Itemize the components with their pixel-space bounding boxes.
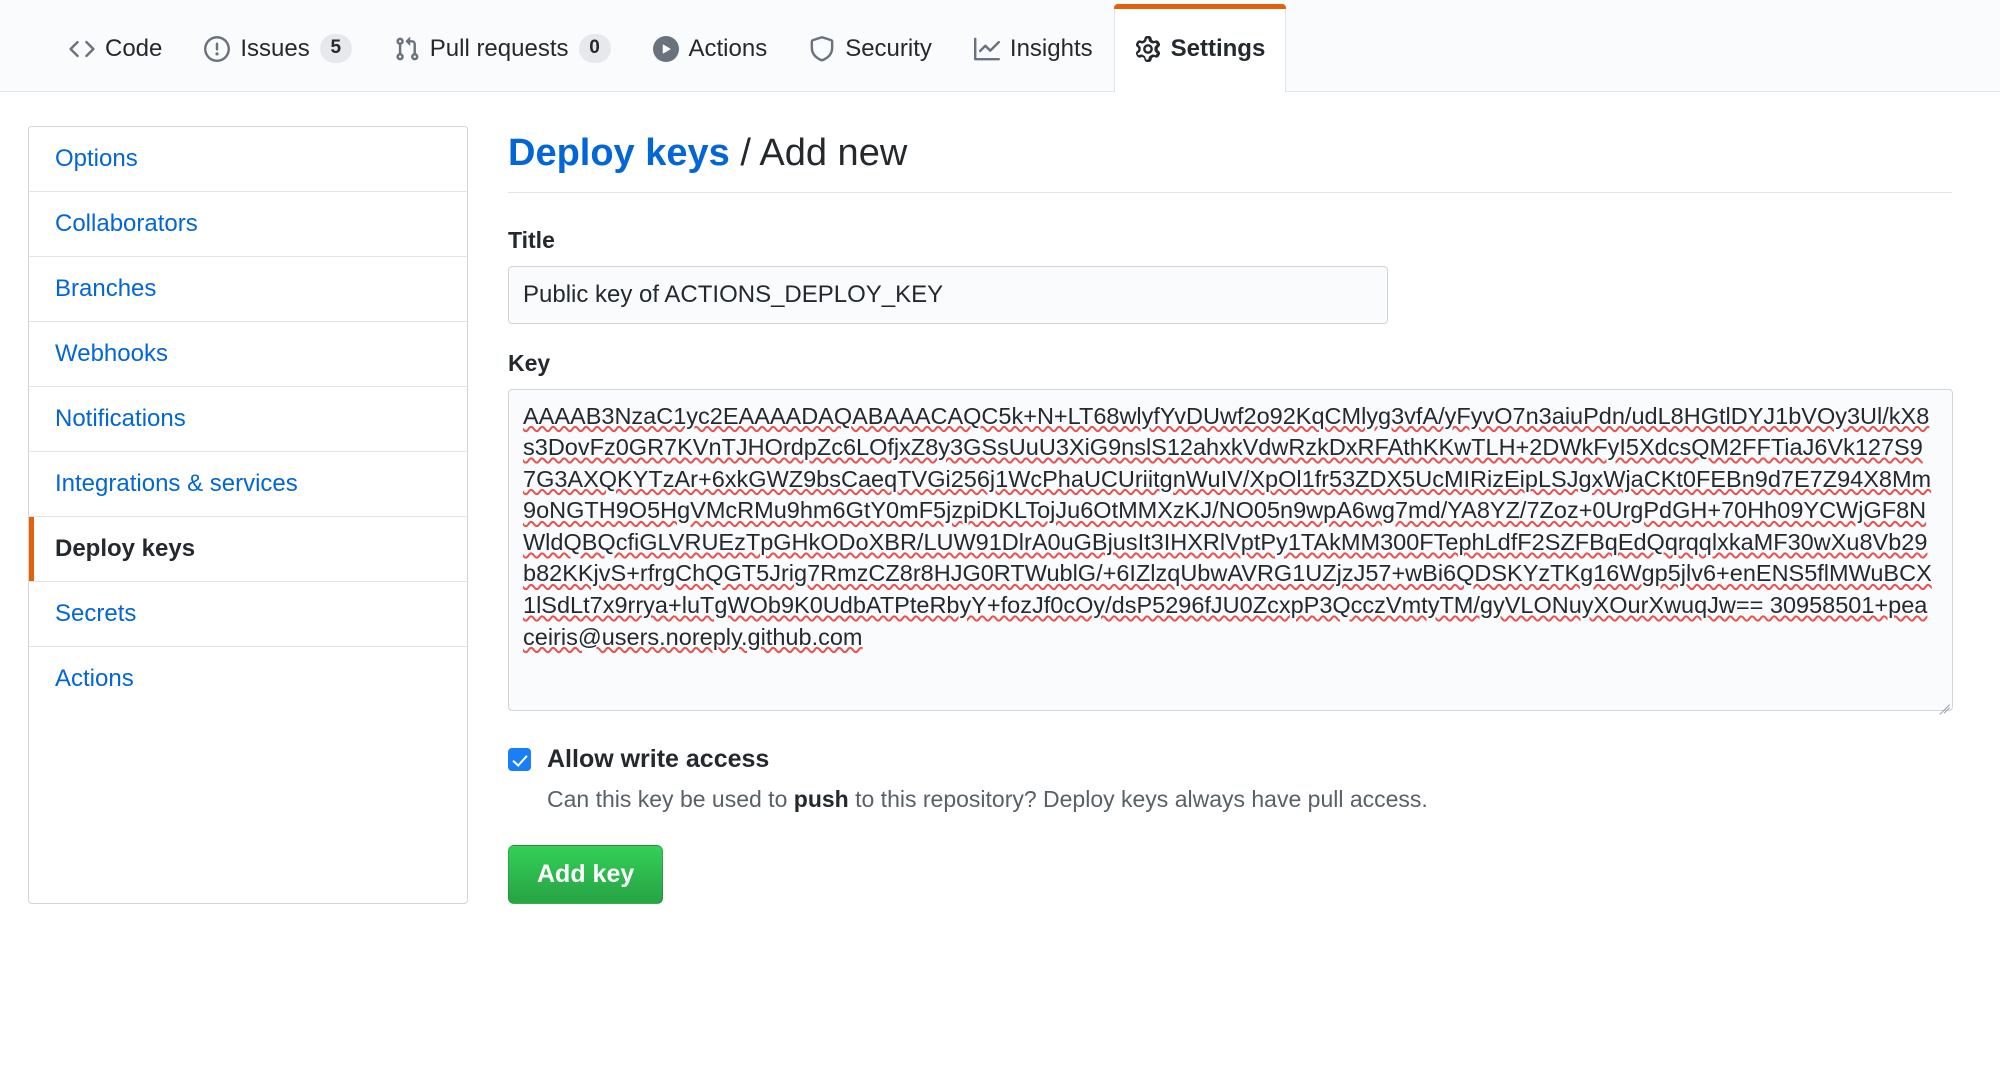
settings-page: Options Collaborators Branches Webhooks … — [0, 92, 2000, 904]
tab-code[interactable]: Code — [48, 5, 183, 91]
repo-nav: Code Issues 5 Pull requests 0 Actions Se… — [0, 0, 2000, 92]
sidebar-item-label: Branches — [55, 275, 157, 302]
sidebar-item-label: Options — [55, 145, 138, 172]
breadcrumb-link-deploy-keys[interactable]: Deploy keys — [508, 132, 730, 174]
sidebar-item-deploy-keys[interactable]: Deploy keys — [29, 517, 467, 582]
key-textarea-value: AAAAB3NzaC1yc2EAAAADAQABAAACAQC5k+N+LT68… — [523, 402, 1932, 650]
allow-write-access-label: Allow write access — [547, 744, 770, 773]
sidebar-item-actions[interactable]: Actions — [29, 647, 467, 711]
note-text-before: Can this key be used to — [547, 786, 794, 812]
sidebar-item-options[interactable]: Options — [29, 127, 467, 192]
tab-insights-label: Insights — [1009, 34, 1093, 62]
breadcrumb-separator: / — [740, 132, 751, 174]
sidebar-item-webhooks[interactable]: Webhooks — [29, 322, 467, 387]
tab-security[interactable]: Security — [788, 5, 953, 91]
tab-security-label: Security — [845, 34, 932, 62]
tab-pull-requests[interactable]: Pull requests 0 — [373, 5, 632, 91]
tab-issues-counter: 5 — [319, 34, 352, 63]
tab-insights[interactable]: Insights — [953, 5, 1114, 91]
git-pull-request-icon — [394, 36, 420, 62]
key-form-group: Key AAAAB3NzaC1yc2EAAAADAQABAAACAQC5k+N+… — [508, 349, 1953, 711]
title-label: Title — [508, 226, 555, 253]
tab-actions[interactable]: Actions — [632, 5, 789, 91]
title-input[interactable] — [508, 265, 1388, 324]
sidebar-item-label: Secrets — [55, 600, 137, 627]
allow-write-access-row[interactable]: Allow write access — [508, 741, 1952, 779]
title-form-group: Title — [508, 227, 1952, 324]
sidebar-item-label: Deploy keys — [55, 535, 196, 562]
breadcrumb-current: Add new — [759, 132, 908, 174]
sidebar-item-label: Actions — [55, 665, 134, 692]
issue-icon — [204, 35, 231, 62]
tab-code-label: Code — [105, 34, 163, 62]
note-text-after: to this repository? Deploy keys always h… — [848, 786, 1428, 812]
add-key-button[interactable]: Add key — [508, 844, 664, 904]
tab-issues[interactable]: Issues 5 — [183, 5, 372, 91]
tab-issues-label: Issues — [240, 34, 310, 62]
play-icon — [652, 35, 679, 62]
sidebar-item-collaborators[interactable]: Collaborators — [29, 192, 467, 257]
tab-pull-requests-counter: 0 — [578, 34, 611, 63]
code-icon — [69, 36, 95, 62]
key-label: Key — [508, 349, 551, 376]
key-textarea-wrapper: AAAAB3NzaC1yc2EAAAADAQABAAACAQC5k+N+LT68… — [508, 388, 1953, 711]
sidebar-item-notifications[interactable]: Notifications — [29, 387, 467, 452]
sidebar-item-secrets[interactable]: Secrets — [29, 582, 467, 647]
breadcrumb: Deploy keys / Add new — [508, 130, 1952, 193]
gear-icon — [1135, 35, 1161, 62]
sidebar-item-label: Integrations & services — [55, 470, 298, 497]
page-title: Deploy keys / Add new — [508, 130, 1952, 178]
allow-write-access-checkbox[interactable] — [508, 747, 531, 771]
sidebar-item-integrations-and-services[interactable]: Integrations & services — [29, 452, 467, 517]
note-text-bold: push — [793, 786, 849, 812]
allow-write-access-note: Can this key be used to push to this rep… — [547, 782, 1952, 817]
graph-icon — [973, 36, 1000, 62]
sidebar-item-label: Collaborators — [55, 210, 198, 237]
key-textarea[interactable]: AAAAB3NzaC1yc2EAAAADAQABAAACAQC5k+N+LT68… — [508, 388, 1953, 711]
sidebar-item-label: Webhooks — [55, 340, 168, 367]
tab-settings-label: Settings — [1170, 34, 1266, 62]
shield-icon — [809, 35, 835, 62]
tab-pull-requests-label: Pull requests — [429, 34, 569, 62]
main-content: Deploy keys / Add new Title Key AAAAB3Nz… — [508, 126, 1953, 904]
sidebar-item-branches[interactable]: Branches — [29, 257, 467, 322]
tab-actions-label: Actions — [688, 34, 768, 62]
sidebar-item-label: Notifications — [55, 405, 186, 432]
settings-sidebar: Options Collaborators Branches Webhooks … — [28, 126, 468, 904]
tab-settings[interactable]: Settings — [1113, 4, 1287, 92]
